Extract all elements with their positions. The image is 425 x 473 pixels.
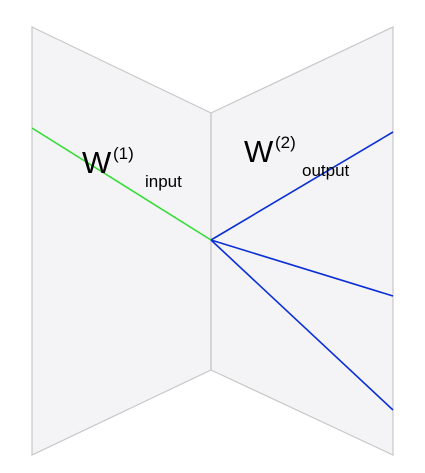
output-weight-label: W (2) output xyxy=(244,133,350,180)
output-connection-line-2 xyxy=(210,239,394,297)
output-weight-label-subscript: output xyxy=(302,161,350,180)
output-connection-line-1 xyxy=(210,131,394,241)
output-weight-label-superscript: (2) xyxy=(275,133,296,152)
output-weight-label-main: W xyxy=(244,134,274,169)
input-weight-label: W (1) input xyxy=(82,144,182,191)
right-weight-plane xyxy=(210,26,394,456)
output-connection-line-3 xyxy=(210,239,394,411)
left-weight-plane xyxy=(31,26,212,456)
input-connection-line xyxy=(31,127,212,241)
input-weight-label-main: W xyxy=(82,145,112,180)
input-weight-label-subscript: input xyxy=(145,172,182,191)
input-weight-label-superscript: (1) xyxy=(113,144,134,163)
